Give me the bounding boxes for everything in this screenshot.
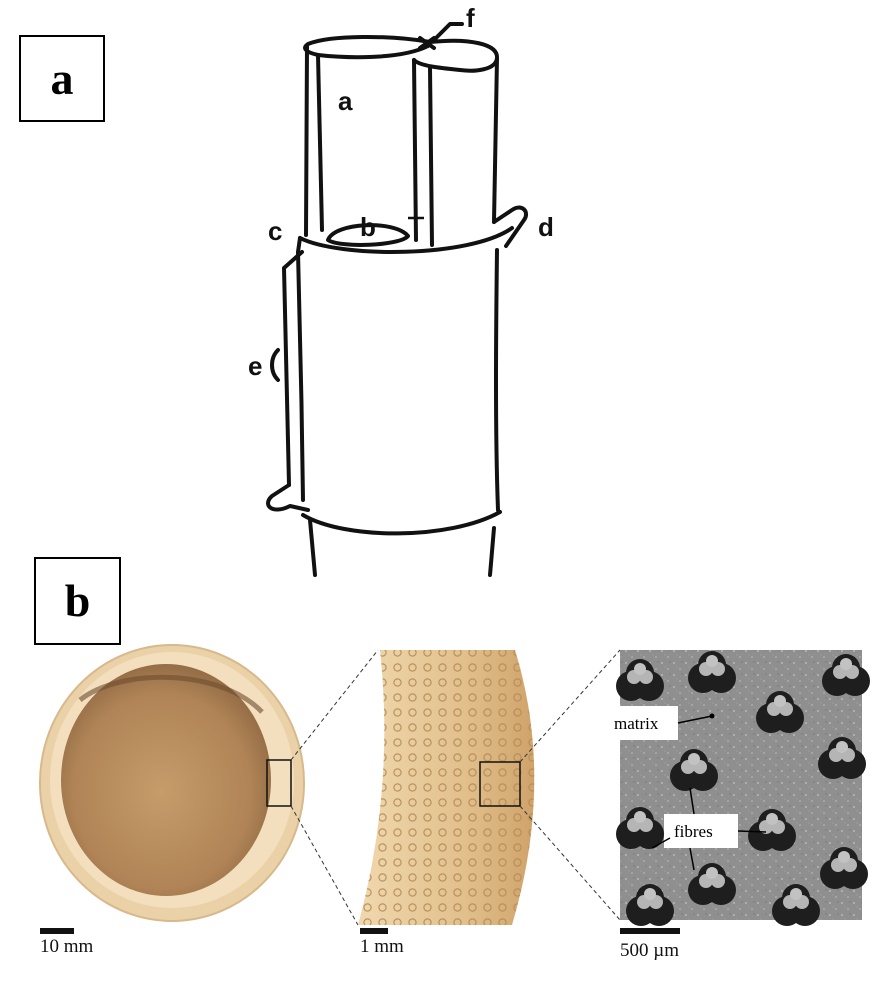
matrix-label: matrix xyxy=(614,714,659,733)
scale-bar-1mm: 1 mm xyxy=(360,928,404,957)
sketch-part-labels: a b c d e f xyxy=(248,3,554,381)
scale-bar-10mm: 10 mm xyxy=(40,928,94,957)
part-label-d: d xyxy=(538,212,554,242)
fibres-label-box xyxy=(664,814,738,848)
culm-wall-strip-image xyxy=(358,650,535,925)
culm-cross-section-image xyxy=(39,644,305,922)
bamboo-culm-sketch xyxy=(266,22,529,577)
scale-bar-500um-label: 500 µm xyxy=(620,940,679,961)
panel-a-label: a xyxy=(50,52,74,104)
micrograph-callouts: matrix fibres xyxy=(610,706,767,871)
zoom-lines-2 xyxy=(519,649,621,921)
part-label-a: a xyxy=(338,86,353,116)
part-label-c: c xyxy=(268,216,282,246)
fibres-label: fibres xyxy=(674,822,713,841)
part-label-b: b xyxy=(360,212,376,242)
part-label-e: e xyxy=(248,351,262,381)
panel-a-label-box: a xyxy=(19,35,105,122)
panel-b-label-box: b xyxy=(34,557,121,645)
fibre-micrograph-image xyxy=(616,650,870,926)
panel-b-label: b xyxy=(64,575,91,626)
matrix-label-box xyxy=(610,706,678,740)
scale-bar-1mm-label: 1 mm xyxy=(360,936,404,957)
zoom-lines-1 xyxy=(290,649,379,926)
part-label-f: f xyxy=(466,3,475,33)
zoom-box-1 xyxy=(266,759,292,807)
zoom-box-2 xyxy=(479,761,521,807)
scale-bar-10mm-label: 10 mm xyxy=(40,936,94,957)
scale-bar-500um: 500 µm xyxy=(620,928,680,961)
